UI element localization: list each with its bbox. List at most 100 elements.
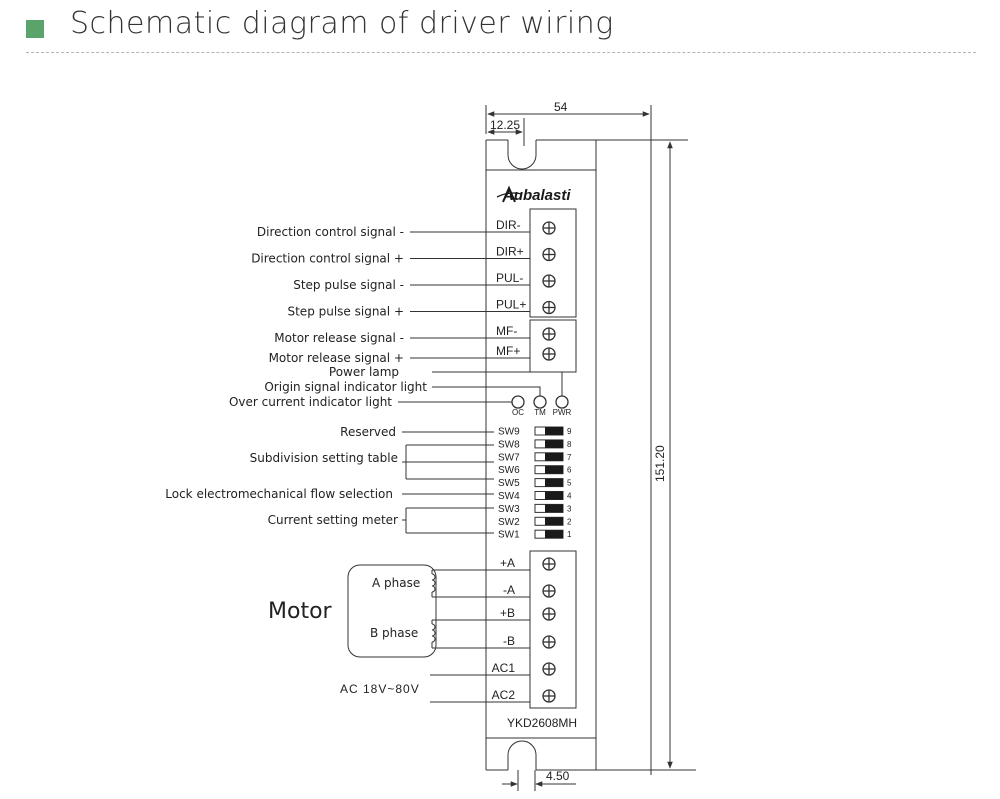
dimension-height: 151.20 [650,139,696,771]
model-label: YKD2608MH [507,716,577,730]
signal-name: Motor release signal + [269,351,404,365]
ac-power-supply: AC 18V~80V [340,674,512,703]
power-terminal-row: +A [500,556,556,571]
signal-name: Step pulse signal + [287,305,404,319]
power-terminal-row: AC1 [492,661,556,676]
signal-name: Motor release signal - [274,331,404,345]
dip-switch-lever [545,530,563,539]
dip-switch-lever [545,439,563,448]
terminal-screw-icon [542,662,556,676]
power-terminal-row: +B [500,606,556,621]
dip-switch-label: SW3 [498,504,520,515]
phase-a-label: A phase [372,576,420,590]
dip-switch-2[interactable]: SW2 2 [498,516,572,528]
dip-switch-label: SW7 [498,452,520,463]
ac-power-label: AC 18V~80V [340,682,420,696]
dimension-height-label: 151.20 [653,445,667,482]
signal-terminals: Direction control signal -DIR-Direction … [251,218,556,319]
terminal-screw-icon [542,347,556,361]
indicator-leader [432,386,541,396]
subdivision-label: Subdivision setting table [250,451,398,465]
dip-switch-number: 8 [567,440,572,449]
dimension-slot-width-label: 4.50 [546,769,570,783]
dip-switch-5[interactable]: SW5 5 [498,478,572,489]
indicator-led-icon [533,395,547,409]
dip-switch-label: SW6 [498,465,520,476]
dip-switch-lever [545,491,563,500]
signal-terminal-row: Step pulse signal - PUL- [293,271,556,292]
power-terminal-label: +B [500,606,515,620]
dip-switch-4[interactable]: SW4 4 [498,491,572,502]
current-label: Current setting meter [268,513,398,527]
dip-switch-lever [545,427,563,435]
terminal-screw-icon [542,300,556,315]
dip-switch-8[interactable]: SW8 8 [498,439,572,450]
brand-logo-text: Aubalasti [502,187,571,204]
terminal-screw-icon [542,635,556,649]
dip-switch-number: 9 [567,427,572,436]
header: Schematic diagram of driver wiring [0,0,1000,60]
dip-switch-number: 7 [567,453,572,462]
page-title: Schematic diagram of driver wiring [70,6,614,41]
signal-name: Step pulse signal - [293,278,404,292]
dip-switch-number: 5 [567,479,572,488]
signal-terminal-row: Direction control signal - DIR- [257,218,556,239]
power-terminal-label: +A [500,556,515,570]
terminal-screw-icon [542,607,556,621]
driver-body [485,139,650,771]
dip-switch-label: SW8 [498,439,520,450]
dip-switch-9[interactable]: SW9 9 [498,426,572,438]
indicator-description: Over current indicator light [229,395,392,409]
dip-switch-number: 1 [567,530,572,539]
terminal-label: PUL- [496,271,523,285]
indicator-description: Origin signal indicator light [264,380,427,394]
dip-switch-label: SW9 [498,427,520,438]
dip-switch-lever [545,478,563,487]
power-terminal-row: AC2 [492,688,556,703]
power-terminal-label: AC1 [492,661,516,675]
dip-switch-label: SW4 [498,491,520,502]
terminal-label: PUL+ [496,298,526,312]
signal-name: Direction control signal - [257,225,404,239]
terminal-label: DIR- [496,218,521,232]
power-terminal-row: -B [503,634,556,649]
terminal-screw-icon [542,327,556,341]
indicator-leader [432,371,563,396]
signal-terminal-row: Direction control signal + DIR+ [251,245,556,266]
dip-switch-6[interactable]: SW6 6 [498,465,572,476]
dip-switch-number: 6 [567,466,572,475]
power-terminal-row: -A [503,583,556,598]
release-terminal-block [529,319,577,373]
switch-group-labels: Reserved Subdivision setting table Lock … [165,425,494,534]
terminal-label: DIR+ [496,245,524,259]
terminal-screw-icon [542,274,556,288]
dip-switch-label: SW5 [498,478,520,489]
dip-switch-number: 4 [567,492,572,501]
release-terminal-row: Motor release signal - MF- [274,324,556,345]
signal-name: Direction control signal + [251,252,404,266]
dip-switch-number: 2 [567,517,572,526]
indicator-label: OC [512,408,524,417]
dip-switch-lever [545,517,563,526]
dip-switch-7[interactable]: SW7 7 [498,452,572,463]
terminal-label: MF- [496,324,517,338]
terminal-label: MF+ [496,344,520,358]
power-terminal-label: -B [503,634,515,648]
release-terminals: Motor release signal -MF-Motor release s… [269,324,556,365]
power-terminal-label: -A [503,583,515,597]
dip-switch-lever [545,504,563,513]
terminal-screw-icon [542,584,556,598]
motor-body [347,564,437,658]
brand-logo: Aubalasti [496,185,571,204]
title-divider [26,52,976,53]
indicator-led-icon [511,395,525,409]
dip-switch-label: SW2 [498,517,520,528]
indicator-oc: OC Over current indicator light [229,395,525,417]
terminal-screw-icon [542,689,556,703]
